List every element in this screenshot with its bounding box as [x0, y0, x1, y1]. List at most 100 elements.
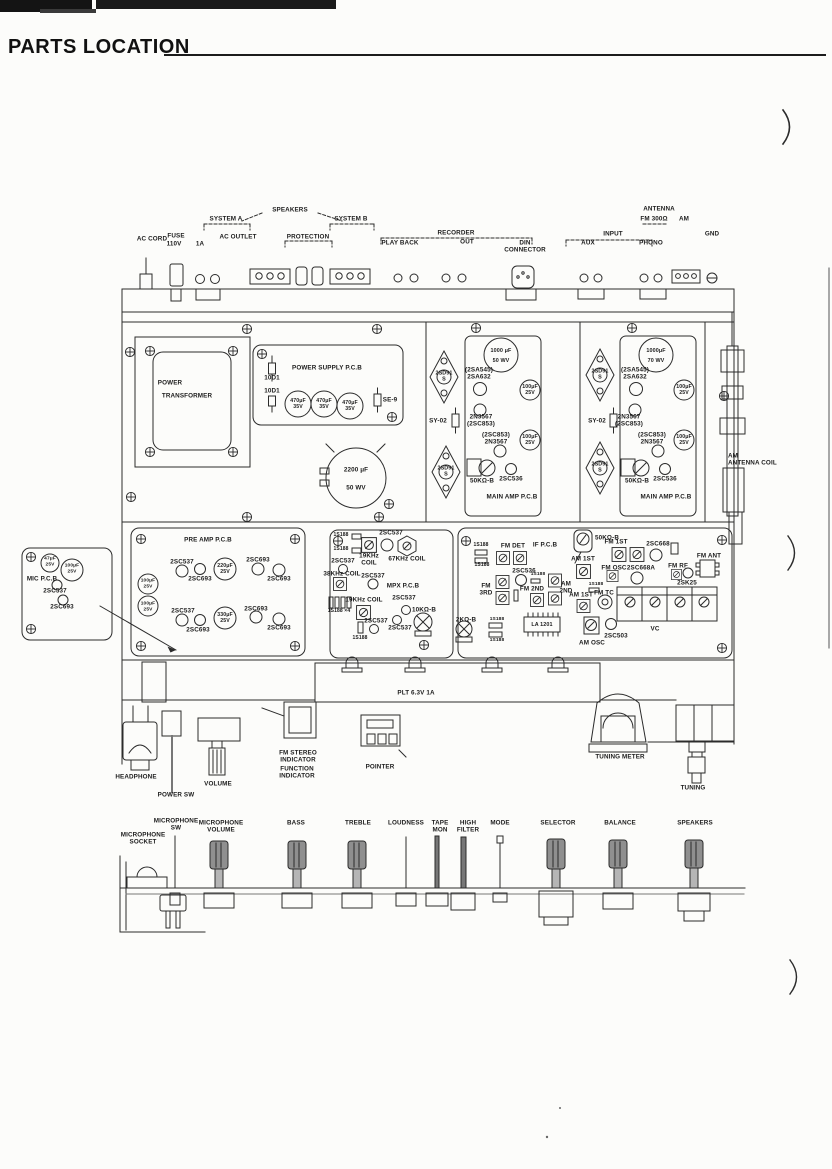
tape-mon-shaft: [434, 835, 440, 889]
2sc693-label: 2SC693: [50, 603, 74, 611]
fuse-holder: [169, 263, 184, 287]
system-b-label: SYSTEM B: [334, 215, 368, 223]
power-supply-pcb: [252, 344, 404, 426]
power-transistor-2sd91: [431, 444, 461, 500]
capacitor-100uf: [673, 429, 695, 451]
100-f-25v-label: 100μF 25V: [140, 601, 156, 612]
pre-amp-p-c-b-label: PRE AMP P.C.B: [184, 536, 232, 544]
diode-sy02: [451, 413, 460, 428]
am-2nd-label: AM 2ND: [559, 580, 573, 595]
2sa545-2sa632-label: (2SA545) 2SA632: [621, 366, 649, 381]
transistor: [651, 444, 665, 458]
2sc537-label: 2SC537: [392, 594, 416, 602]
2n3567-2sc853-label: 2N3567 (2SC853): [467, 413, 495, 428]
transistor: [392, 615, 402, 625]
phono-jack: [639, 273, 649, 283]
callout-arrow: [99, 605, 177, 651]
out-label: OUT: [460, 238, 474, 246]
100-f-25v-label: 100μF 25V: [522, 383, 538, 396]
pre-amp-pcb: [130, 527, 306, 657]
tuning-meter: [590, 693, 647, 743]
main-amp-p-c-b-label: MAIN AMP P.C.B: [640, 493, 692, 501]
mpx-p-c-b-label: MPX P.C.B: [386, 582, 420, 590]
mpx-pcb: [328, 529, 454, 659]
transistor: [369, 624, 379, 634]
diode-10d1: [268, 362, 276, 375]
2sc693-label: 2SC693: [188, 575, 212, 583]
coil-fm-det: [496, 551, 510, 565]
transistor: [57, 594, 69, 606]
diode-1s188: [513, 589, 519, 602]
din-connector: [511, 265, 535, 289]
2200-f-label: 2200 μF: [343, 466, 369, 474]
speaker-terminals-b: [329, 268, 371, 285]
pointer-bracket: [360, 714, 401, 747]
transistor: [473, 403, 487, 417]
2k-b-label: 2KΩ-B: [455, 616, 477, 624]
power-transistor-2sd91: [429, 349, 459, 405]
pcb-standoffs: [341, 656, 569, 673]
headphone-jack: [122, 721, 158, 761]
50-wv-label: 50 WV: [346, 484, 366, 492]
capacitor-330uf: [213, 606, 237, 630]
110v-label: 110V: [166, 240, 182, 248]
fm-2nd-label: FM 2ND: [519, 585, 545, 593]
2sc693-label: 2SC693: [186, 626, 210, 634]
capacitor: [670, 542, 679, 555]
if-pcb: [455, 527, 733, 659]
fm-det-label: FM DET: [500, 542, 526, 550]
power-label: POWER: [157, 379, 183, 387]
470-f-35v-label: 470μF 35V: [290, 397, 306, 410]
330-f-25v-label: 330μF 25V: [217, 611, 233, 624]
coil-38khz: [333, 577, 347, 591]
mode-shaft-tip: [496, 835, 504, 844]
2sc853-2n3567-label: (2SC853) 2N3567: [482, 431, 510, 446]
2sc537-label: 2SC537: [171, 607, 195, 615]
mic-socket-plate: [126, 876, 168, 889]
1s188-label: 1S188: [333, 532, 349, 539]
2sc536-label: 2SC536: [512, 567, 536, 575]
ac-outlet-jack: [195, 274, 205, 284]
19khz-coil-label: 19KHz COIL: [359, 552, 379, 567]
diode-se9: [373, 393, 382, 407]
coil-fm-2nd: [530, 593, 544, 607]
protection-label: PROTECTION: [286, 233, 330, 241]
1s188-label: 1S188: [588, 582, 604, 588]
2sa545-2sa632-label: (2SA545) 2SA632: [465, 366, 493, 381]
tape-mon-label: TAPE MON: [431, 819, 449, 834]
transistor-2sk25: [682, 567, 694, 579]
volume-label: VOLUME: [204, 780, 232, 788]
recorder-jack: [393, 273, 403, 283]
page-title: PARTS LOCATION: [8, 36, 190, 58]
din-connector-label: DIN CONNECTOR: [504, 239, 546, 254]
220-f-25v-label: 220μF 25V: [217, 562, 233, 575]
label-leaders: [203, 212, 667, 248]
capacitor-47uf: [40, 553, 60, 573]
transistor-2sc536: [515, 574, 527, 586]
38khz-coil-label: 38KHz COIL: [323, 570, 361, 578]
input-label: INPUT: [603, 230, 623, 238]
power-transistor-2sd91: [585, 347, 615, 403]
ac-cord-label: AC CORD: [136, 235, 168, 243]
fm-300-label: FM 300Ω: [640, 215, 668, 223]
diode-1s188: [530, 578, 541, 584]
2sc668a-label: 2SC668A: [626, 564, 656, 572]
selector-label: SELECTOR: [540, 819, 576, 827]
microphone-volume-label: MICROPHONE VOLUME: [198, 819, 244, 834]
headphone-label: HEADPHONE: [115, 773, 157, 781]
power-transformer: [134, 336, 251, 468]
main-amp-left: [429, 335, 542, 517]
ac-cord: [139, 273, 153, 290]
fm-tc: [597, 594, 613, 610]
aux-jack: [579, 273, 589, 283]
pointer-label: POINTER: [365, 763, 395, 771]
1a-label: 1A: [195, 240, 205, 248]
bass-knob: [281, 840, 313, 909]
2sd91-s-label: 2SD91 S: [591, 368, 609, 381]
plt-6-3v-1a-label: PLT 6.3V 1A: [397, 689, 435, 697]
1s188-label: 1S188: [474, 562, 490, 569]
2sd91-s-label: 2SD91 S: [437, 465, 455, 478]
ic-la1201: [523, 616, 561, 633]
tuning-shaft-bracket: [675, 704, 735, 742]
function-indicator-label: FUNCTION INDICATOR: [279, 765, 315, 780]
